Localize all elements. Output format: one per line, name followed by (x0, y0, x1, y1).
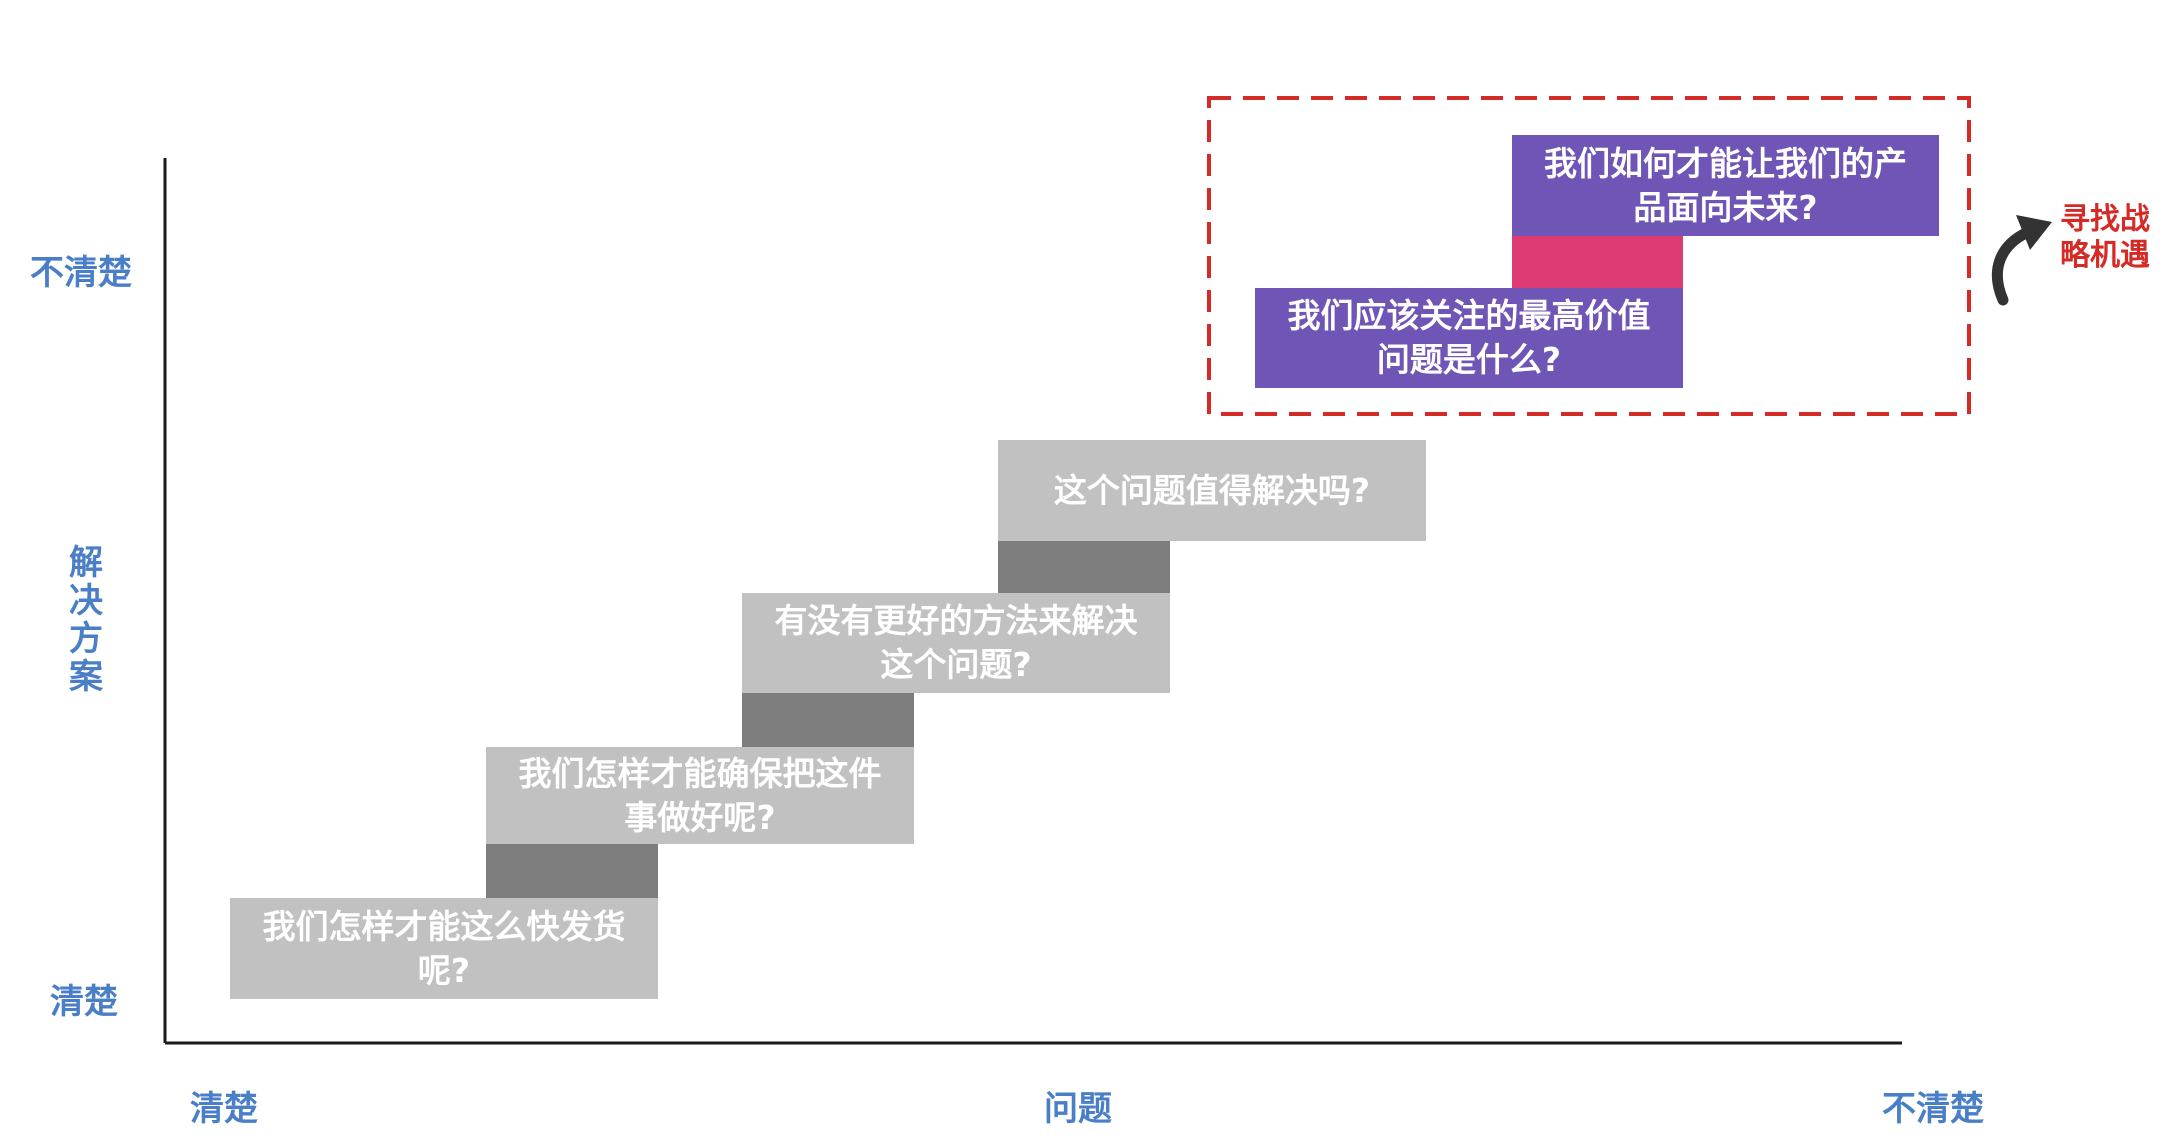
y-axis-middle-label: 解决方案 (69, 543, 103, 697)
y-axis-bottom-label: 清楚 (50, 982, 118, 1022)
step-connector (742, 693, 914, 747)
step-box: 我们怎样才能这么快发货呢? (230, 898, 658, 999)
step-text: 我们怎样才能确保把这件事做好呢? (518, 753, 882, 837)
step-text: 有没有更好的方法来解决这个问题? (774, 601, 1138, 684)
x-axis-right-label: 不清楚 (1882, 1089, 1984, 1129)
step-text: 这个问题值得解决吗? (1053, 470, 1371, 510)
step-box-strategic: 我们如何才能让我们的产品面向未来? (1512, 135, 1939, 236)
step-box: 这个问题值得解决吗? (998, 440, 1426, 541)
step-box-strategic: 我们应该关注的最高价值问题是什么? (1255, 288, 1683, 388)
x-axis-left-label: 清楚 (190, 1089, 258, 1129)
x-axis-middle-label: 问题 (1044, 1089, 1112, 1129)
step-box: 有没有更好的方法来解决这个问题? (742, 593, 1170, 693)
step-connector (1512, 236, 1683, 291)
step-connector (998, 541, 1170, 595)
strategic-highlight-box (1207, 96, 1971, 416)
step-box: 我们怎样才能确保把这件事做好呢? (486, 747, 914, 844)
step-text: 我们如何才能让我们的产品面向未来? (1544, 143, 1907, 227)
step-connector (486, 844, 658, 898)
step-text: 我们怎样才能这么快发货呢? (262, 906, 626, 990)
y-axis-top-label: 不清楚 (30, 253, 132, 293)
strategic-opportunity-label: 寻找战略机遇 (2060, 202, 2150, 273)
step-text: 我们应该关注的最高价值问题是什么? (1287, 296, 1651, 379)
arrow-head-icon (2016, 215, 2052, 250)
curved-arrow-icon (1991, 226, 2034, 306)
